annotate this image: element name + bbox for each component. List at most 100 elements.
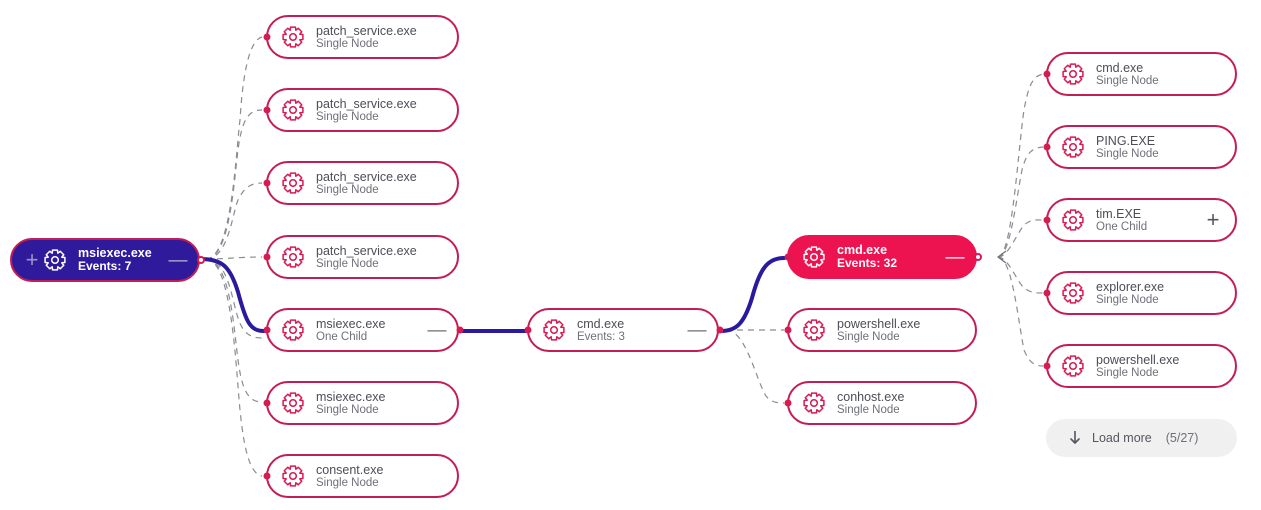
connector-dot-in bbox=[1043, 289, 1051, 297]
gear-icon bbox=[282, 99, 304, 121]
node-subtitle: Events: 3 bbox=[577, 330, 625, 343]
node-title: patch_service.exe bbox=[316, 96, 417, 111]
collapse-button-root[interactable]: — bbox=[168, 249, 188, 271]
connector-dot-in bbox=[1043, 143, 1051, 151]
edge-root-c6-h bbox=[205, 258, 263, 339]
node-title: msiexec.exe bbox=[316, 389, 386, 404]
connector-dot-in bbox=[1043, 70, 1051, 78]
connector-dot-in bbox=[263, 326, 271, 334]
connector-dot-in bbox=[263, 106, 271, 114]
node-title: msiexec.exe bbox=[78, 246, 152, 261]
connector-dot-in bbox=[1043, 362, 1051, 370]
gear-icon bbox=[1062, 63, 1084, 85]
expand-button-root[interactable]: + bbox=[25, 247, 39, 272]
connector-dot-in bbox=[263, 33, 271, 41]
node-title: tim.EXE bbox=[1096, 206, 1142, 221]
download-arrow-icon bbox=[1068, 430, 1082, 446]
node-title: cmd.exe bbox=[837, 243, 888, 258]
gear-icon bbox=[1062, 355, 1084, 377]
collapse-button-c5[interactable]: — bbox=[427, 319, 447, 341]
connector-dot-in bbox=[263, 179, 271, 187]
node-subtitle: Single Node bbox=[316, 403, 379, 416]
edge-root-c7 bbox=[205, 258, 263, 477]
node-title: patch_service.exe bbox=[316, 23, 417, 38]
expand-button-r3[interactable]: + bbox=[1206, 207, 1220, 232]
collapse-button-m1[interactable]: — bbox=[687, 319, 707, 341]
node-title: cmd.exe bbox=[577, 316, 625, 331]
node-subtitle: One Child bbox=[316, 330, 368, 343]
node-subtitle: Single Node bbox=[1096, 293, 1159, 306]
edge-s1-r2 bbox=[997, 146, 1044, 258]
node-title: patch_service.exe bbox=[316, 169, 417, 184]
edge-highlight-root-c5 bbox=[198, 257, 266, 333]
node-subtitle: Single Node bbox=[316, 476, 379, 489]
connector-dot-out bbox=[197, 256, 205, 264]
edge-root-c3 bbox=[205, 182, 263, 260]
node-title: powershell.exe bbox=[837, 316, 921, 331]
gear-icon bbox=[282, 465, 304, 487]
gear-icon bbox=[282, 319, 304, 341]
node-subtitle: Single Node bbox=[837, 403, 900, 416]
node-title: PING.EXE bbox=[1096, 133, 1156, 148]
gear-icon bbox=[282, 246, 304, 268]
node-subtitle: Events: 32 bbox=[837, 256, 898, 271]
gear-icon bbox=[282, 26, 304, 48]
node-subtitle: Single Node bbox=[1096, 366, 1159, 379]
gear-icon bbox=[1062, 136, 1084, 158]
node-title: explorer.exe bbox=[1096, 279, 1165, 294]
edge-root-c1 bbox=[205, 36, 263, 260]
edge-root-c2 bbox=[205, 109, 263, 260]
connector-dot-in bbox=[1043, 216, 1051, 224]
connector-dot-in bbox=[524, 326, 532, 334]
connector-dot-in bbox=[784, 326, 792, 334]
edge-root-c4 bbox=[205, 256, 263, 260]
gear-icon bbox=[803, 392, 825, 414]
connector-dot-in bbox=[263, 472, 271, 480]
node-subtitle: One Child bbox=[1096, 220, 1148, 233]
node-subtitle: Single Node bbox=[837, 330, 900, 343]
node-subtitle: Single Node bbox=[316, 110, 379, 123]
gear-icon bbox=[44, 249, 66, 271]
node-subtitle: Single Node bbox=[316, 183, 379, 196]
collapse-button-s1[interactable]: — bbox=[945, 246, 965, 268]
load-more-button[interactable]: Load more (5/27) bbox=[1046, 419, 1237, 457]
connector-dot-in bbox=[784, 399, 792, 407]
load-more-count: (5/27) bbox=[1165, 431, 1199, 445]
edge-junction-arrow bbox=[997, 250, 1007, 264]
node-subtitle: Events: 7 bbox=[78, 259, 132, 274]
connector-dot-out bbox=[974, 253, 982, 261]
gear-icon bbox=[282, 392, 304, 414]
node-subtitle: Single Node bbox=[316, 37, 379, 50]
